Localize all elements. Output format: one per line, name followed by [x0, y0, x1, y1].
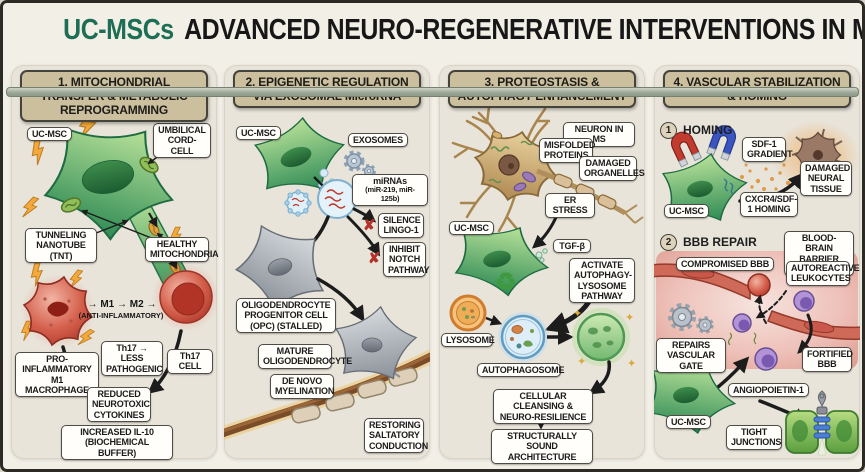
damaged-organelles-label: DAMAGED ORGANELLES — [579, 156, 645, 181]
recycle-icon: ♻ — [495, 269, 517, 296]
msc-cell-homing — [660, 148, 752, 228]
inhibit-notch-label: INHIBIT NOTCH PATHWAY — [383, 242, 430, 278]
tgf-beta-label: TGF-β — [553, 239, 591, 254]
title-text: ADVANCED NEURO-REGENERATIVE INTERVENTION… — [184, 14, 862, 46]
silence-lingo1-label: SILENCE LINGO-1 — [378, 213, 424, 238]
autophagosome-label: AUTOPHAGOSOME — [477, 363, 564, 378]
red-blood-cell — [747, 273, 771, 297]
tgf-beta-molecules — [535, 248, 548, 263]
misfolded-protein-squiggles — [488, 140, 534, 184]
opc-cell — [227, 211, 345, 327]
msc-cell — [452, 217, 555, 303]
reduced-cytokines-label: REDUCED NEUROTOXIC CYTOKINES — [87, 387, 151, 423]
damaged-organelle-shapes — [513, 171, 536, 192]
panel-proteostasis-autophagy: 3. PROTEOSTASIS & AUTOPHAGY ENHANCEMENT — [439, 65, 645, 465]
opc-to-mature-arrow — [316, 277, 365, 323]
exosomes-label: EXOSOMES — [348, 133, 408, 148]
th17-cell-art — [159, 270, 213, 324]
oligodendrocyte-cell — [332, 301, 424, 388]
mirnas-label: miRNAs(miR-219, miR-125b) — [352, 174, 428, 206]
mirnas-subtitle: (miR-219, miR-125b) — [365, 185, 415, 203]
uc-msc-label: UC-MSC — [27, 127, 72, 142]
section2-title: BBB REPAIR — [683, 235, 757, 249]
er-stress-arrow — [531, 213, 559, 249]
zipper-icon — [813, 390, 831, 439]
th17-cell-label: Th17 CELL — [167, 349, 213, 374]
panel2-artwork — [224, 108, 430, 441]
section1-title: HOMING — [683, 123, 733, 137]
panel3-artwork — [449, 105, 644, 430]
panel-mitochondrial-transfer: 1. MITOCHONDRIAL TRANSFER & METABOLIC RE… — [11, 65, 219, 461]
msc-cell — [250, 108, 354, 203]
damaged-neural-tissue-label: DAMAGED NEURAL TISSUE — [800, 161, 852, 197]
panel1-artwork — [17, 107, 217, 395]
x-icon: ✘ — [363, 217, 376, 234]
compromised-bbb-label: COMPROMISED BBB — [676, 257, 775, 272]
sparkle-icon: ✦ — [573, 308, 583, 320]
er-stress-label: ER STRESS — [545, 193, 595, 218]
fortified-bbb-label: FORTIFIED BBB — [802, 347, 853, 372]
cxcr4-homing-label: CXCR4/SDF-1 HOMING — [740, 192, 798, 217]
umbilical-cord-cell-label: UMBILICAL CORD-CELL — [153, 123, 211, 159]
tunneling-nanotube-label: TUNNELING NANOTUBE (TNT) — [25, 228, 97, 264]
msc-cell-repair — [654, 356, 741, 439]
lysosome-icon — [449, 294, 487, 332]
sdf1-gradient-dots — [740, 163, 791, 191]
mirna-vesicle — [317, 179, 357, 219]
header-connector-bar — [6, 87, 859, 97]
macrophage-cell — [17, 270, 99, 352]
exosome-vesicle-small — [284, 189, 312, 217]
cxcr4-receptors — [723, 178, 735, 195]
brand-text: UC-MSCs — [63, 14, 174, 46]
autolysosome-icon — [572, 308, 630, 366]
pro-inflammatory-label: PRO-INFLAMMATORY M1 MACROPHAGE — [15, 352, 99, 398]
de-novo-myelination-label: DE NOVO MYELINATION — [270, 374, 334, 399]
page-title: UC-MSCs ADVANCED NEURO-REGENERATIVE INTER… — [63, 14, 862, 47]
axon-myelin — [224, 349, 430, 441]
sdf1-gradient-label: SDF-1 GRADIENT — [742, 137, 793, 162]
activate-autophagy-label: ACTIVATE AUTOPHAGY-LYSOSOME PATHWAY — [569, 258, 635, 304]
leukocyte-cell — [732, 290, 815, 371]
structurally-sound-label: STRUCTURALLY SOUND ARCHITECTURE — [491, 429, 593, 465]
angiopoietin-label: ANGIOPOIETIN-1 — [728, 383, 809, 398]
anti-inflammatory-text: (ANTI-INFLAMMATORY) — [78, 311, 164, 320]
damaged-neuron — [791, 128, 845, 180]
uc-msc-label: UC-MSC — [666, 415, 711, 430]
mirnas-title: miRNAs — [373, 176, 407, 186]
panel-vascular-stabilization: 4. VASCULAR STABILIZATION & HOMING — [654, 65, 860, 459]
sparkle-icon: ✦ — [577, 356, 587, 368]
autoreactive-leukocytes-label: AUTOREACTIVE LEUKOCYTES — [786, 261, 860, 286]
autophagosome-icon — [498, 312, 548, 362]
lysosome-arrow — [485, 314, 503, 326]
gear-icon — [343, 150, 376, 178]
healthy-mitochondria-label: HEALTHY MITOCHONDRIA — [145, 237, 219, 262]
lysosome-label: LYSOSOME — [441, 333, 495, 348]
restoring-saltatory-label: RESTORING SALTATORY CONDUCTION — [364, 418, 428, 454]
m1-m2-text: → M1 → M2 → — [87, 299, 157, 310]
tight-junctions-label: TIGHT JUNCTIONS — [726, 425, 782, 450]
neuron-illustration — [451, 105, 644, 233]
msc-cell — [37, 107, 191, 255]
section1-badge: 1 — [660, 122, 677, 139]
opc-label: OLIGODENDROCYTE PROGENITOR CELL (OPC) (S… — [236, 298, 336, 334]
x-icon: ✘ — [368, 250, 381, 267]
increased-il10-label: INCREASED IL-10 (BIOCHEMICAL BUFFER) — [61, 425, 173, 461]
gear-icon — [668, 303, 714, 334]
sparkle-icon: ✦ — [625, 312, 635, 324]
th17-less-pathogenic-label: Th17 → LESS PATHOGENIC — [101, 341, 163, 377]
panel-epigenetic-regulation: 2. EPIGENETIC REGULATION VIA EXOSOMAL Mi… — [224, 65, 430, 459]
sparkle-icon: ✦ — [627, 358, 637, 370]
misfolded-proteins-label: MISFOLDED PROTEINS — [539, 138, 595, 163]
cellular-cleansing-label: CELLULAR CLEANSING & NEURO-RESILIENCE — [493, 389, 593, 425]
uc-msc-label: UC-MSC — [236, 126, 281, 141]
uc-msc-label: UC-MSC — [664, 204, 709, 219]
sealing-squiggles — [727, 332, 757, 346]
section2-badge: 2 — [660, 234, 677, 251]
repairs-vascular-gate-label: REPAIRS VASCULAR GATE — [656, 338, 726, 374]
mature-oligodendrocyte-label: MATURE OLIGODENDROCYTE — [258, 344, 352, 369]
junction-cells — [785, 410, 859, 456]
uc-msc-label: UC-MSC — [449, 221, 494, 236]
